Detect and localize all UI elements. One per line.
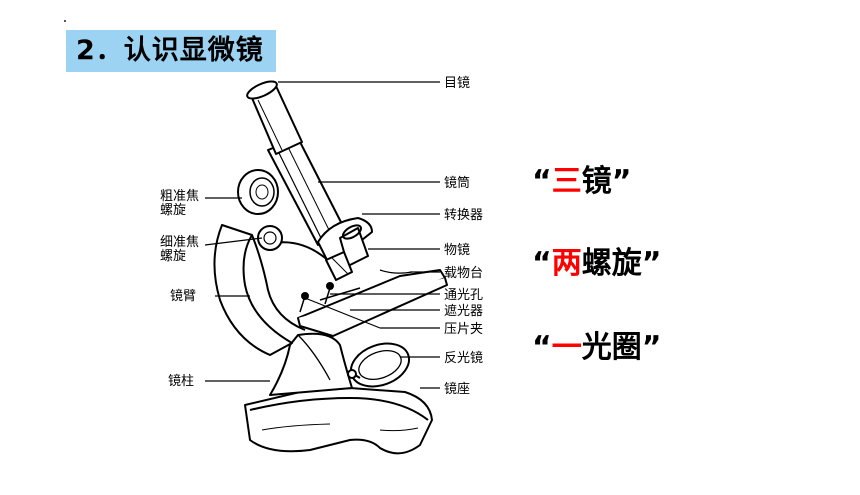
label-pillar: 镜柱 xyxy=(168,374,194,389)
summary-text: 光圈 xyxy=(581,330,642,365)
part-labels: 目镜 镜筒 转换器 物镜 载物台 通光孔 遮光器 压片夹 反光镜 镜座 粗准焦 … xyxy=(160,76,483,397)
summary-text: 螺旋 xyxy=(581,246,642,281)
label-diaphragm: 遮光器 xyxy=(444,303,483,319)
label-tube: 镜筒 xyxy=(444,175,470,191)
summary-highlight: 两 xyxy=(551,246,582,281)
label-stage: 载物台 xyxy=(444,266,483,281)
label-objective: 物镜 xyxy=(444,243,470,258)
quote-open: “ xyxy=(532,330,552,365)
label-arm: 镜臂 xyxy=(170,289,196,304)
label-fine-adjustment-1: 细准焦 xyxy=(160,235,199,250)
label-stage-hole: 通光孔 xyxy=(444,288,483,303)
summary-one-aperture: “一光圈” xyxy=(532,322,661,366)
label-coarse-adjustment-2: 螺旋 xyxy=(160,203,186,218)
quote-open: “ xyxy=(532,246,552,281)
label-nosepiece: 转换器 xyxy=(444,208,483,223)
corner-mark xyxy=(64,20,66,22)
label-clips: 压片夹 xyxy=(444,322,483,337)
quote-close: ” xyxy=(641,330,662,365)
leader-lines xyxy=(204,81,440,389)
quote-open: “ xyxy=(532,164,552,199)
summary-highlight: 三 xyxy=(551,164,582,199)
label-fine-adjustment-2: 螺旋 xyxy=(160,249,186,264)
label-coarse-adjustment-1: 粗准焦 xyxy=(160,189,199,204)
label-mirror: 反光镜 xyxy=(444,351,483,366)
summary-two-knobs: “两螺旋” xyxy=(532,238,661,282)
summary-text: 镜 xyxy=(581,164,612,199)
summary-highlight: 一 xyxy=(551,330,582,365)
microscope-drawing xyxy=(213,80,448,455)
quote-close: ” xyxy=(611,164,632,199)
label-eyepiece: 目镜 xyxy=(444,76,470,91)
summary-three-lenses: “三镜” xyxy=(532,156,631,200)
page-title: 2．认识显微镜 xyxy=(66,30,276,72)
quote-close: ” xyxy=(641,246,662,281)
label-base: 镜座 xyxy=(444,382,470,397)
